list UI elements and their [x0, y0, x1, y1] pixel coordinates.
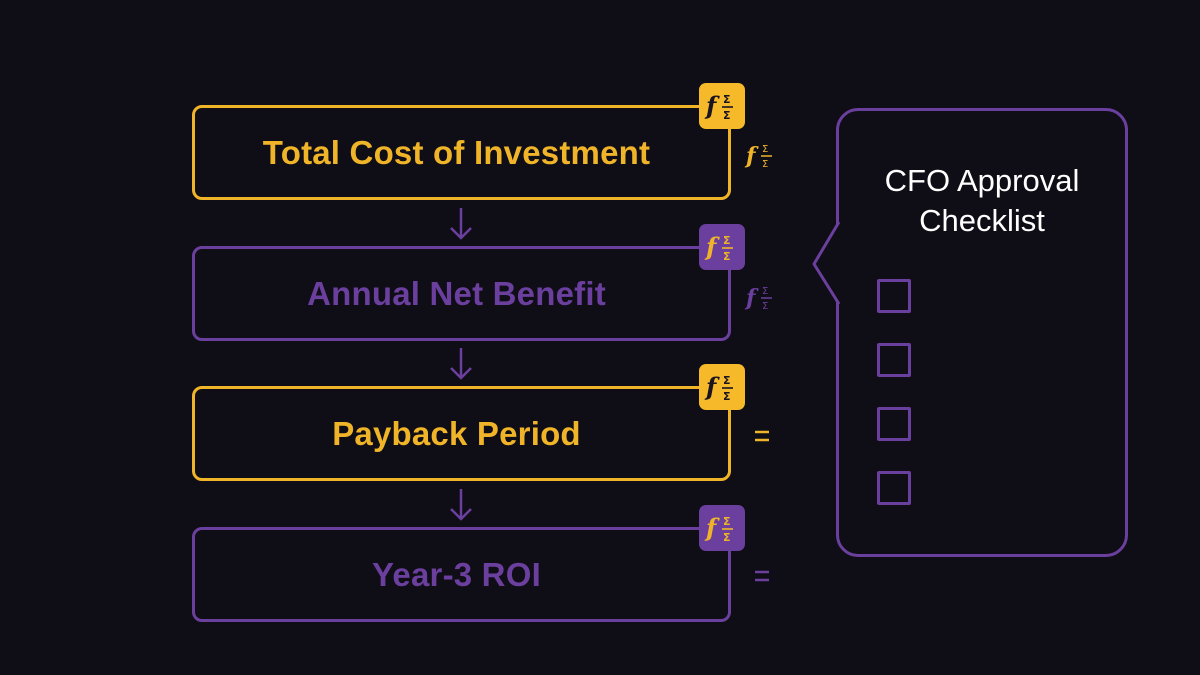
- svg-text:Σ: Σ: [723, 109, 731, 122]
- svg-text:Σ: Σ: [762, 301, 768, 312]
- svg-text:f: f: [744, 143, 759, 169]
- equals-icon: [743, 416, 783, 456]
- formula-icon: f Σ Σ: [699, 505, 745, 551]
- step-year-3-roi: Year-3 ROI f Σ Σ: [192, 505, 745, 622]
- svg-text:Σ: Σ: [723, 93, 731, 106]
- svg-text:f: f: [704, 372, 720, 401]
- formula-icon: f Σ Σ: [743, 134, 783, 174]
- svg-text:Σ: Σ: [723, 374, 731, 387]
- svg-text:Σ: Σ: [723, 234, 731, 247]
- svg-text:f: f: [704, 91, 720, 120]
- formula-icon: f Σ Σ: [699, 364, 745, 410]
- step-payback-period: Payback Period f Σ Σ: [192, 364, 745, 481]
- svg-text:f: f: [744, 285, 759, 311]
- formula-icon: f Σ Σ: [699, 224, 745, 270]
- formula-icon: f Σ Σ: [743, 276, 783, 316]
- formula-icon: f Σ Σ: [699, 83, 745, 129]
- arrow-down-icon: [450, 208, 472, 240]
- arrow-down-icon: [450, 348, 472, 380]
- svg-text:f: f: [704, 232, 720, 261]
- step-annual-net-benefit: Annual Net Benefit f Σ Σ: [192, 224, 745, 341]
- checklist-title: CFO Approval Checklist: [839, 161, 1125, 241]
- equals-icon: [743, 556, 783, 596]
- arrow-down-icon: [450, 489, 472, 521]
- callout-pointer: [812, 221, 841, 305]
- step-label: Payback Period: [332, 414, 581, 452]
- step-label: Year-3 ROI: [372, 555, 541, 593]
- cfo-approval-checklist: CFO Approval Checklist: [836, 108, 1128, 557]
- svg-text:Σ: Σ: [723, 390, 731, 403]
- checklist-checkbox-4[interactable]: [877, 471, 911, 505]
- svg-text:f: f: [704, 513, 720, 542]
- step-label: Total Cost of Investment: [262, 133, 651, 171]
- checklist-checkbox-1[interactable]: [877, 279, 911, 313]
- svg-text:Σ: Σ: [723, 250, 731, 263]
- svg-text:Σ: Σ: [762, 159, 768, 170]
- svg-text:Σ: Σ: [723, 531, 731, 544]
- checklist-title-line1: CFO Approval: [884, 163, 1080, 198]
- checklist-checkbox-2[interactable]: [877, 343, 911, 377]
- step-total-cost-of-investment: Total Cost of Investment f Σ Σ: [192, 83, 745, 200]
- step-label: Annual Net Benefit: [307, 274, 606, 312]
- svg-text:Σ: Σ: [723, 515, 731, 528]
- svg-text:Σ: Σ: [762, 286, 768, 297]
- checklist-checkbox-3[interactable]: [877, 407, 911, 441]
- checklist-title-line2: Checklist: [919, 203, 1045, 238]
- svg-text:Σ: Σ: [762, 144, 768, 155]
